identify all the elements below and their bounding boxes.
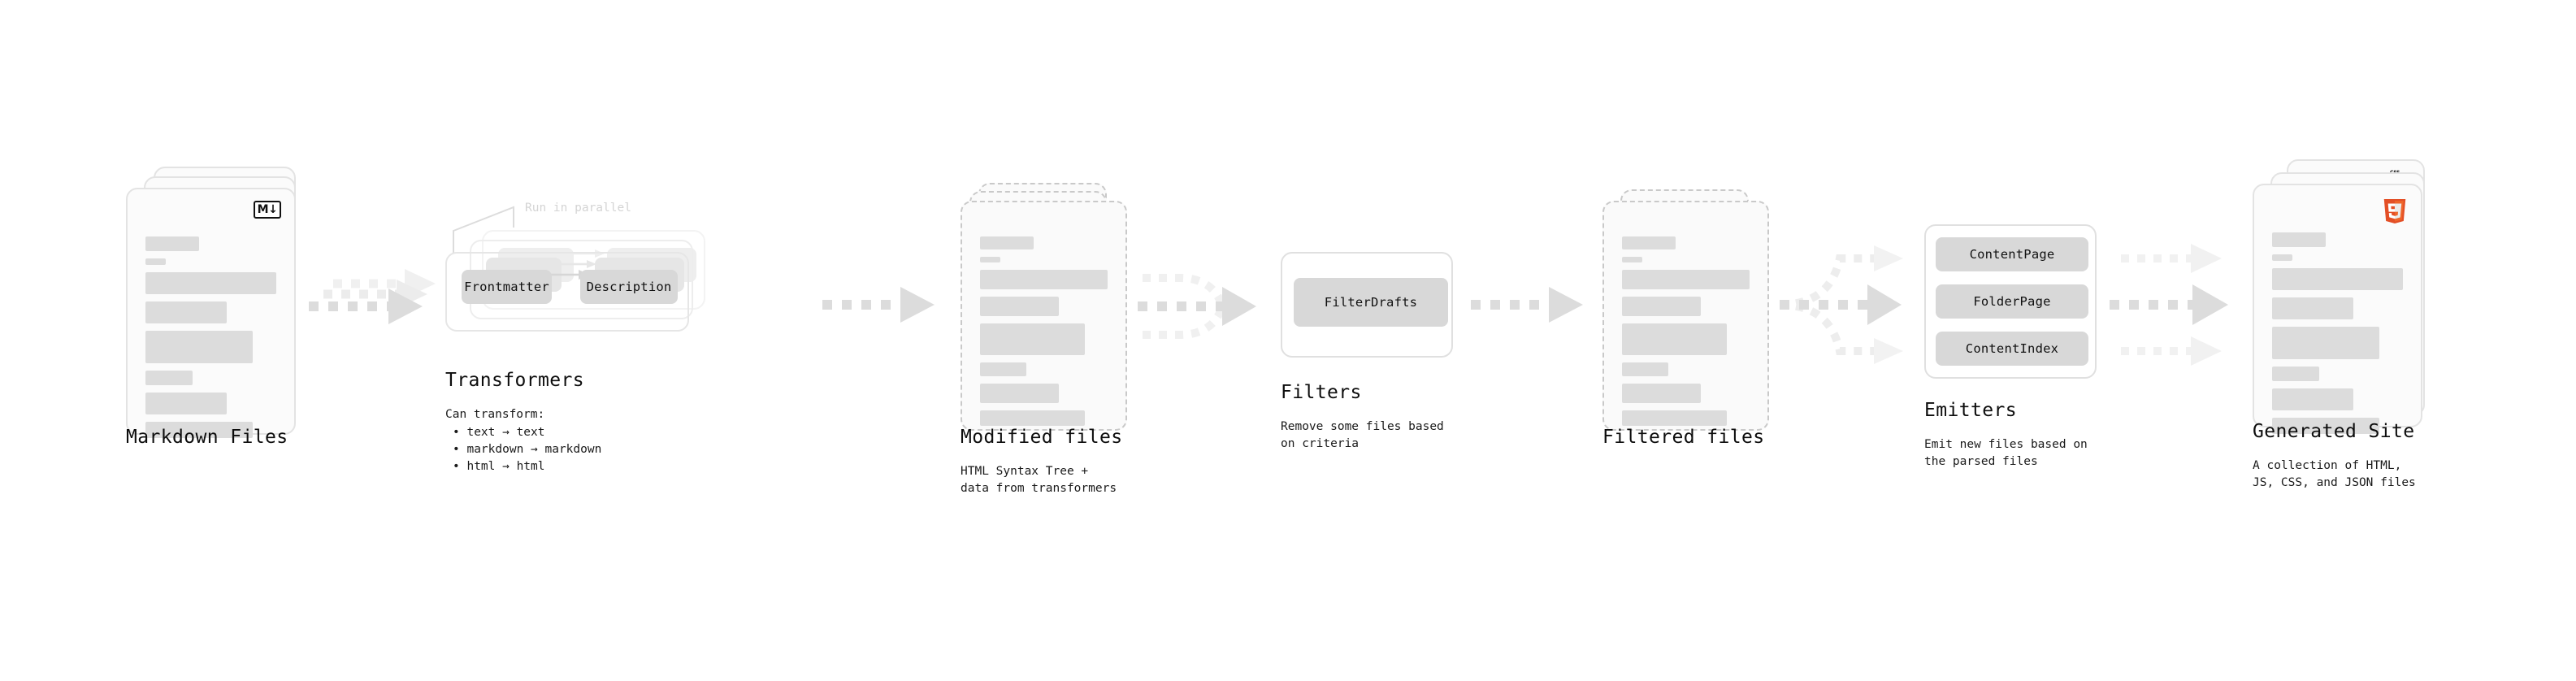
run-in-parallel-label: Run in parallel	[525, 202, 631, 215]
content-bar	[980, 323, 1085, 355]
content-bar	[2272, 268, 2403, 290]
arrow-markdown-to-transformers	[309, 269, 436, 324]
content-bar	[2272, 388, 2353, 410]
generated-site-subtitle: A collection of HTML, JS, CSS, and JSON …	[2253, 459, 2416, 490]
arrow-emitters-to-site	[2110, 244, 2228, 366]
transform-item: text → text	[453, 424, 601, 441]
generated-site-title: Generated Site	[2253, 421, 2415, 442]
markdown-files-group: M↓ M↓ M↓	[126, 167, 313, 438]
modified-card-content	[980, 236, 1108, 433]
emitters-group: ContentPage FolderPage ContentIndex	[1924, 224, 2097, 379]
content-bar	[980, 362, 1026, 376]
content-bar	[145, 272, 276, 294]
content-bar	[2272, 367, 2319, 381]
content-bar	[145, 236, 199, 251]
emitter-chip-folderpage[interactable]: FolderPage	[1936, 284, 2088, 319]
generated-site-group	[2253, 159, 2448, 434]
content-bar	[980, 410, 1085, 426]
emitters-title: Emitters	[1924, 400, 2017, 421]
filtered-card-front[interactable]	[1602, 201, 1769, 431]
transformers-title: Transformers	[445, 370, 584, 391]
content-bar	[145, 371, 193, 385]
content-bar	[980, 270, 1108, 289]
content-bar	[1622, 410, 1727, 426]
transformers-subtitle: Can transform:	[445, 408, 545, 421]
content-bar	[1622, 384, 1702, 403]
markdown-badge-front: M↓	[254, 201, 281, 219]
content-bar	[1622, 270, 1750, 289]
modified-files-subtitle: HTML Syntax Tree + data from transformer…	[961, 465, 1117, 496]
content-bar	[145, 301, 227, 323]
generated-card-content	[2272, 232, 2403, 441]
run-in-parallel-bracket	[453, 206, 514, 254]
modified-card-stack[interactable]	[961, 183, 1139, 431]
modified-files-group	[961, 183, 1139, 431]
transformers-box-front[interactable]: Frontmatter Description	[445, 252, 689, 332]
content-bar	[980, 236, 1034, 249]
content-bar	[1622, 236, 1676, 249]
emitters-subtitle: Emit new files based on the parsed files	[1924, 438, 2088, 469]
content-bar	[145, 331, 254, 363]
arrow-filters-to-filtered	[1471, 287, 1583, 323]
content-bar	[2272, 297, 2353, 319]
content-bar	[2272, 254, 2292, 261]
filtered-files-title: Filtered files	[1602, 427, 1765, 448]
content-bar	[1622, 362, 1668, 376]
generated-card-front-html[interactable]	[2253, 184, 2422, 434]
transform-item: markdown → markdown	[453, 441, 601, 458]
content-bar	[980, 384, 1060, 403]
html5-badge-wrapper	[2382, 195, 2408, 228]
arrow-transformers-to-modified	[822, 287, 935, 323]
content-bar	[1622, 323, 1727, 355]
markdown-files-title: Markdown Files	[126, 427, 288, 448]
content-bar	[145, 258, 166, 265]
arrow-modified-to-filters-converging	[1138, 274, 1256, 339]
markdown-card-content	[145, 236, 276, 445]
html5-icon	[2383, 199, 2406, 223]
markdown-card-front[interactable]: M↓	[126, 188, 296, 438]
content-bar	[145, 422, 254, 438]
generated-card-stack[interactable]	[2253, 159, 2448, 434]
filters-box[interactable]: FilterDrafts	[1281, 252, 1453, 358]
content-bar	[2272, 232, 2326, 247]
filter-chip-filterdrafts[interactable]: FilterDrafts	[1294, 278, 1448, 327]
transformer-chip-description[interactable]: Description	[580, 270, 678, 304]
emitter-chip-contentindex[interactable]: ContentIndex	[1936, 332, 2088, 366]
markdown-card-stack[interactable]: M↓ M↓ M↓	[126, 167, 313, 438]
emitter-chip-contentpage[interactable]: ContentPage	[1936, 237, 2088, 271]
emitters-box[interactable]: ContentPage FolderPage ContentIndex	[1924, 224, 2097, 379]
filtered-card-content	[1622, 236, 1750, 433]
modified-files-title: Modified files	[961, 427, 1123, 448]
filters-title: Filters	[1281, 382, 1362, 403]
content-bar	[2272, 418, 2380, 434]
content-bar	[980, 257, 1000, 262]
transformer-chip-frontmatter[interactable]: Frontmatter	[462, 270, 552, 304]
markdown-badge-label: M↓	[254, 201, 281, 219]
content-bar	[1622, 297, 1702, 316]
modified-card-front[interactable]	[961, 201, 1127, 431]
transform-item: html → html	[453, 458, 601, 475]
content-bar	[145, 393, 227, 414]
content-bar	[1622, 257, 1642, 262]
transformers-transform-list: text → text markdown → markdown html → h…	[445, 424, 601, 475]
arrow-filtered-to-emitters-diverging	[1779, 245, 1903, 364]
filters-group: FilterDrafts	[1281, 252, 1453, 358]
content-bar	[2272, 327, 2380, 359]
filtered-files-group	[1602, 183, 1781, 431]
filters-subtitle: Remove some files based on criteria	[1281, 420, 1444, 451]
filtered-card-stack[interactable]	[1602, 183, 1781, 431]
content-bar	[980, 297, 1060, 316]
